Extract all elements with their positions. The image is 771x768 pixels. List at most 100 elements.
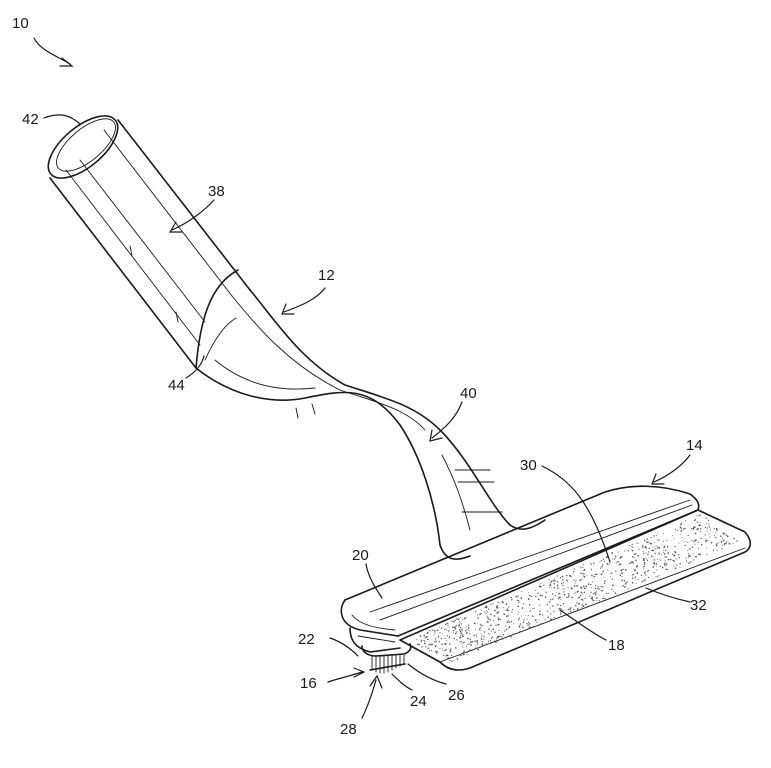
stipple-dot (468, 633, 471, 635)
stipple-dot (646, 538, 649, 541)
label-head-body: 20 (352, 547, 369, 564)
stipple-dot (655, 565, 657, 567)
stipple-dot (435, 651, 438, 653)
stipple-dot (571, 596, 574, 599)
stipple-dot (569, 607, 571, 609)
stipple-dot (608, 563, 610, 565)
stipple-dot (590, 587, 592, 589)
stipple-dot (604, 580, 606, 582)
stipple-dot (519, 623, 522, 625)
stipple-dot (650, 555, 653, 557)
stipple-dot (480, 609, 482, 612)
stipple-dot (521, 615, 522, 617)
stipple-dot (728, 543, 731, 545)
stipple-dot (440, 627, 443, 629)
stipple-dot (594, 573, 596, 576)
stipple-dot (557, 593, 560, 595)
stipple-dot (449, 659, 451, 661)
stipple-dot (662, 533, 665, 535)
stipple-dot (549, 584, 552, 586)
stipple-dot (491, 630, 493, 632)
label-head: 14 (686, 437, 703, 454)
stipple-dot (441, 633, 443, 635)
stipple-dot (715, 527, 718, 530)
stipple-dot (415, 638, 417, 640)
stipple-dot (572, 573, 574, 575)
stipple-dot (518, 626, 521, 628)
stipple-dot (553, 580, 555, 583)
stipple-dot (636, 542, 638, 544)
stipple-dot (687, 556, 690, 558)
stipple-dot (595, 599, 597, 602)
stipple-dot (678, 554, 680, 556)
stipple-dot (691, 528, 693, 530)
stipple-dot (691, 546, 694, 548)
stipple-dot (634, 576, 637, 578)
stipple-dot (696, 521, 699, 523)
stipple-dot (645, 574, 647, 576)
stipple-dot (561, 578, 564, 581)
stipple-dot (621, 579, 623, 582)
stipple-dot (529, 610, 531, 612)
stipple-dot (656, 569, 658, 571)
stipple-dot (507, 609, 510, 612)
stipple-dot (706, 527, 708, 529)
stipple-dot (469, 641, 472, 643)
stipple-dot (467, 637, 469, 640)
stipple-dot (667, 558, 670, 561)
stipple-dot (498, 629, 500, 632)
stipple-dot (658, 547, 661, 549)
stipple-dot (439, 647, 441, 649)
stipple-dot (492, 628, 495, 631)
stipple-dot (549, 618, 552, 620)
stipple-dot (476, 622, 478, 624)
stipple-dot (587, 583, 590, 585)
stipple-dot (470, 644, 472, 646)
stipple-dot (448, 626, 450, 628)
stipple-dot (503, 613, 506, 616)
stipple-dot (566, 596, 568, 599)
stipple-dot (417, 643, 419, 645)
stipple-dot (674, 528, 676, 531)
stipple-dot (599, 561, 601, 563)
stipple-dot (620, 563, 622, 565)
stipple-dot (722, 539, 725, 542)
stipple-dot (497, 636, 499, 639)
stipple-dot (521, 590, 523, 592)
stipple-dot (567, 608, 570, 611)
stipple-dot (674, 551, 677, 554)
stipple-dot (716, 544, 718, 547)
stipple-dot (590, 584, 592, 586)
stipple-dot (476, 643, 478, 645)
stipple-dot (694, 526, 696, 528)
stipple-dot (544, 596, 547, 598)
stipple-dot (494, 609, 496, 612)
stipple-dot (643, 539, 646, 542)
stipple-dot (595, 573, 598, 576)
stipple-dot (642, 579, 644, 581)
stipple-dot (708, 519, 710, 522)
stipple-dot (684, 544, 686, 547)
stipple-dot (589, 595, 591, 597)
stipple-dot (690, 561, 692, 563)
stipple-dot (611, 552, 613, 554)
stipple-dot (460, 640, 463, 642)
stipple-dot (424, 640, 426, 642)
stipple-dot (491, 636, 494, 638)
stipple-dot (619, 574, 622, 576)
stipple-dot (585, 585, 588, 588)
stipple-dot (558, 597, 560, 600)
stipple-dot (459, 654, 461, 656)
stipple-dot (554, 595, 557, 597)
stipple-dot (567, 593, 570, 595)
stipple-dot (577, 584, 579, 586)
stipple-dot (705, 547, 707, 549)
stipple-dot (599, 567, 602, 569)
stipple-dot (646, 558, 648, 559)
stipple-dot (602, 572, 604, 574)
stipple-dot (453, 638, 455, 640)
stipple-dot (545, 591, 547, 594)
stipple-dot (559, 612, 562, 614)
stipple-dot (532, 607, 534, 610)
stipple-dot (644, 578, 646, 580)
